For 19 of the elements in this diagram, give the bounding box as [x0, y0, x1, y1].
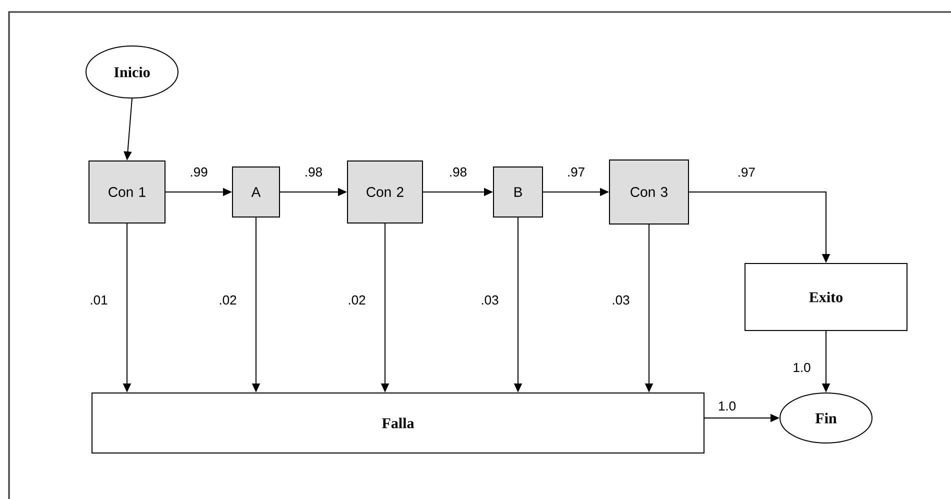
edge-label: .98: [450, 167, 466, 177]
edge-label: .03: [482, 295, 498, 305]
process-box: A: [232, 166, 280, 218]
edge-label: .02: [220, 295, 236, 305]
process-box: Con 2: [347, 160, 423, 224]
edge-label: 1.0: [794, 362, 810, 372]
process-box: Con 1: [88, 160, 166, 224]
outcome-box: Falla: [92, 392, 704, 454]
edge-label: .02: [348, 295, 366, 305]
process-box: Con 3: [609, 160, 689, 224]
edge-label: 1.0: [718, 401, 736, 411]
process-box: B: [493, 166, 543, 218]
edge-label: .99: [190, 167, 208, 177]
outcome-box: Exito: [744, 263, 908, 331]
edge-label: .97: [568, 167, 584, 177]
edge-label: .01: [90, 295, 108, 305]
edge-label: .97: [738, 168, 755, 177]
edge-label: .98: [306, 167, 322, 177]
edge-label: .03: [612, 295, 630, 305]
